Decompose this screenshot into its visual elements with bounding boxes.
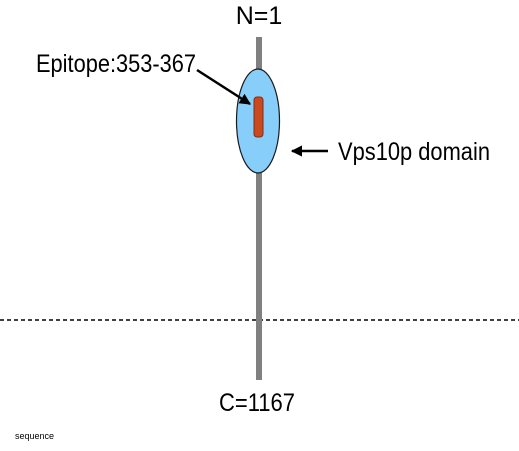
domain-label: Vps10p domain [338,138,490,166]
epitope-arrow [196,68,251,106]
epitope-label: Epitope:353-367 [36,50,196,78]
footer-label: sequence [15,431,54,441]
c-terminus-label: C=1167 [219,389,295,417]
n-terminus-label: N=1 [236,2,283,30]
epitope-marker [253,96,264,138]
